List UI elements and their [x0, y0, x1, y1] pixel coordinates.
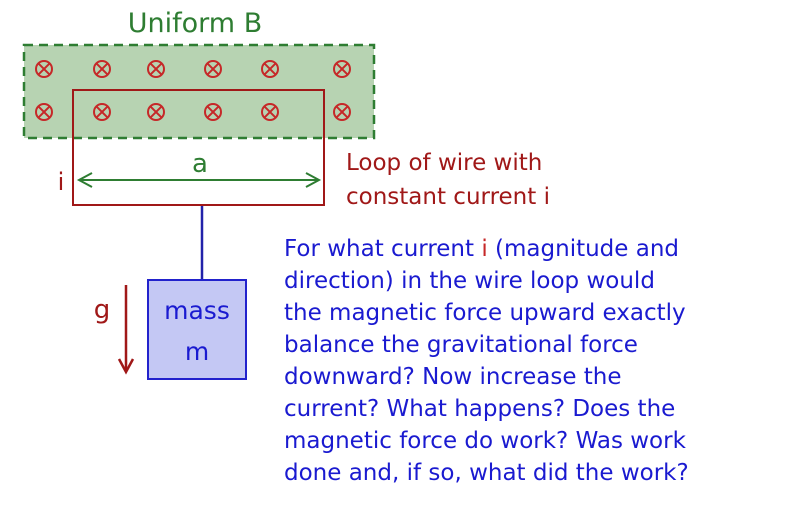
- field-into-page-symbol: [35, 103, 53, 121]
- question-line-3: the magnetic force upward exactly: [284, 300, 686, 326]
- question-line-1: For what current i (magnitude and: [284, 236, 679, 262]
- gravity-label: g: [94, 295, 111, 325]
- wire-loop: [72, 89, 325, 206]
- field-into-page-symbol: [333, 103, 351, 121]
- magnetic-field-region: [22, 43, 376, 140]
- field-into-page-symbol: [261, 103, 279, 121]
- field-into-page-symbol: [147, 103, 165, 121]
- field-into-page-symbol: [333, 60, 351, 78]
- field-into-page-symbol: [204, 60, 222, 78]
- mass-label-line-2: m: [185, 337, 209, 366]
- field-into-page-symbol: [93, 60, 111, 78]
- question-line-1-prefix: For what current: [284, 236, 481, 262]
- current-label: i: [58, 168, 65, 196]
- question-line-2: direction) in the wire loop would: [284, 268, 655, 294]
- question-line-7: magnetic force do work? Was work: [284, 428, 687, 454]
- question-line-4: balance the gravitational force: [284, 332, 638, 358]
- gravity-arrow: [117, 285, 135, 375]
- field-symbols-group: [35, 60, 351, 121]
- width-dimension-arrow: [76, 172, 322, 188]
- field-into-page-symbol: [147, 60, 165, 78]
- loop-description-line-1: Loop of wire with: [346, 150, 542, 176]
- width-label: a: [192, 149, 208, 179]
- mass-block: [147, 279, 247, 380]
- question-line-5: downward? Now increase the: [284, 364, 622, 390]
- mass-label-line-1: mass: [164, 296, 230, 325]
- question-lines: direction) in the wire loop would the mag…: [284, 268, 689, 486]
- question-line-6: current? What happens? Does the: [284, 396, 675, 422]
- question-line-1-suffix: (magnitude and: [488, 236, 679, 262]
- field-into-page-symbol: [35, 60, 53, 78]
- field-into-page-symbol: [93, 103, 111, 121]
- loop-description-line-2: constant current i: [346, 184, 550, 210]
- question-current-symbol: i: [481, 236, 487, 262]
- question-line-8: done and, if so, what did the work?: [284, 460, 689, 486]
- field-into-page-symbol: [204, 103, 222, 121]
- field-title: Uniform B: [128, 8, 262, 39]
- field-into-page-symbol: [261, 60, 279, 78]
